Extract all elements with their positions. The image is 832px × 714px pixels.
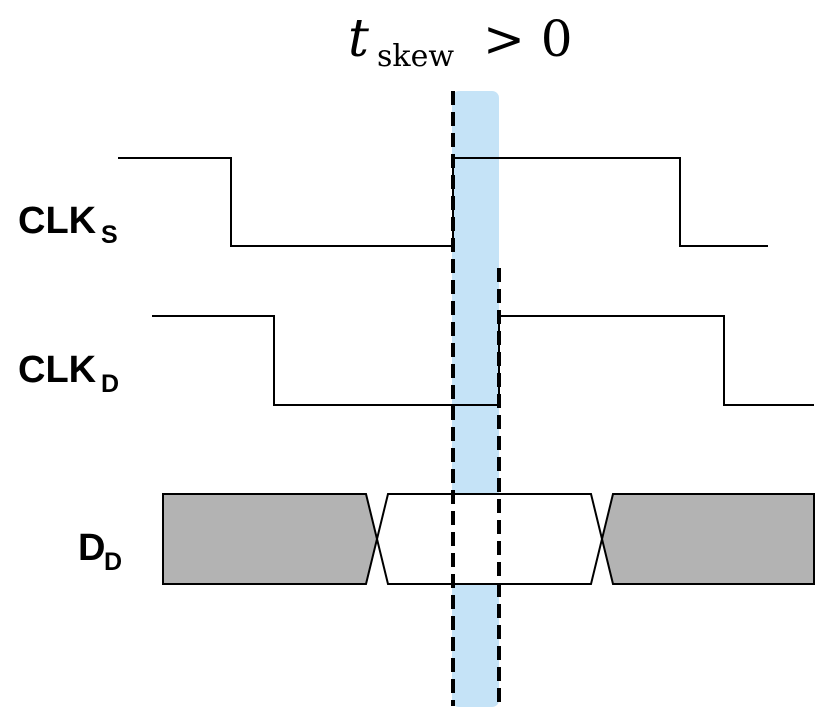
- signal-name: CLK: [18, 200, 97, 242]
- signal-name: D: [78, 527, 105, 569]
- d-d-waveform: [162, 493, 815, 585]
- signal-subscript: D: [104, 548, 122, 576]
- skew-band: [452, 91, 499, 707]
- clk-s-waveform: [118, 157, 768, 247]
- title-subscript: skew: [377, 39, 454, 74]
- signal-label-clk-d: CLK D: [18, 349, 119, 398]
- title: t skew > 0: [348, 9, 573, 74]
- signal-name: CLK: [18, 349, 97, 391]
- data-invalid-left: [162, 493, 379, 585]
- signal-subscript: D: [101, 370, 119, 398]
- signal-label-d-d: D D: [78, 527, 122, 576]
- title-relation: > 0: [483, 10, 573, 68]
- signal-subscript: S: [101, 221, 118, 249]
- data-valid-window: [375, 493, 604, 585]
- data-invalid-right: [600, 493, 815, 585]
- title-t: t: [348, 9, 369, 69]
- signal-label-clk-s: CLK S: [18, 200, 118, 249]
